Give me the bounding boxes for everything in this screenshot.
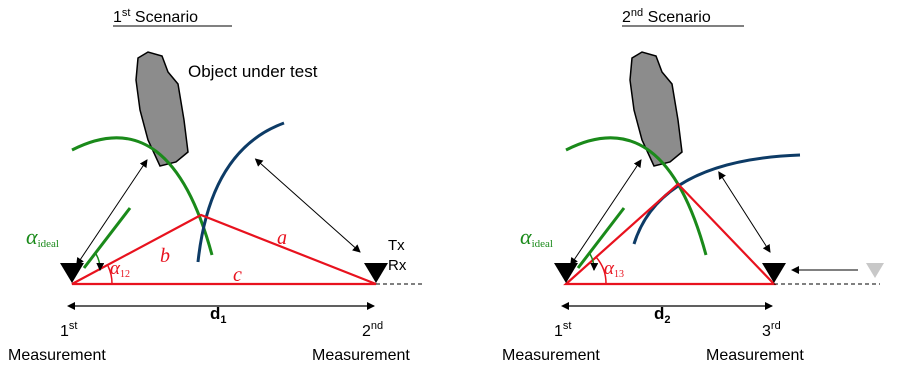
ideal-direction-line [82,207,132,269]
distance-d1-label: d1 [210,304,227,326]
green-range-arc [71,136,214,256]
measurement-1-marker-2 [554,263,578,283]
alpha-12-label: α12 [110,258,130,280]
measurement-2-word: Measurement [312,347,410,364]
measurement-2-marker [364,263,388,283]
object-under-test-shape-2 [629,51,683,167]
tx-label: Tx [388,237,405,254]
alpha-ideal-label-2: αideal [520,224,553,250]
range-arrow-1 [76,159,148,266]
object-under-test-label: Object under test [188,62,318,81]
measurement-1-word: Measurement [8,347,106,364]
alpha-13-arc [595,256,607,285]
measurement-1-marker [60,263,84,283]
triangulation-triangle [71,213,377,286]
measurement-1-word-2: Measurement [502,347,600,364]
side-b-label: b [160,245,170,267]
alpha-13-label: α13 [604,258,624,280]
alpha-ideal-label: αideal [26,224,59,250]
green-range-arc-2 [565,136,708,256]
range-arrow-3 [570,159,642,266]
scenario-1-title: 1st Scenario [113,7,198,26]
side-a-label: a [277,227,287,249]
scenario-2-title: 2nd Scenario [622,7,711,26]
blue-range-arc [196,121,285,263]
triangulation-triangle-2 [563,182,777,286]
measurement-3-marker [762,263,786,283]
rx-label: Rx [388,257,407,274]
distance-d2-label: d2 [654,304,671,326]
alpha-ideal-arc-2 [589,253,599,271]
scenario-1: 1st Scenario Object under test b a c αid… [8,7,425,364]
side-c-label: c [233,264,242,286]
alpha-ideal-arc [95,253,105,271]
measurement-2-ghost-marker [866,263,884,278]
range-arrow-2 [254,158,361,253]
measurement-3-word: Measurement [706,347,804,364]
measurement-3-number: 3rd [762,320,781,340]
scenario-2: 2nd Scenario αideal α13 d2 [502,7,884,364]
measurement-2-number: 2nd [362,320,383,340]
ideal-direction-line-2 [576,207,626,269]
object-under-test-shape [135,51,189,167]
measurement-1-number: 1st [60,320,77,340]
alpha-12-arc [107,265,113,285]
range-arrow-4 [718,171,771,253]
blue-range-arc-2 [632,153,801,245]
measurement-1-number-2: 1st [554,320,571,340]
